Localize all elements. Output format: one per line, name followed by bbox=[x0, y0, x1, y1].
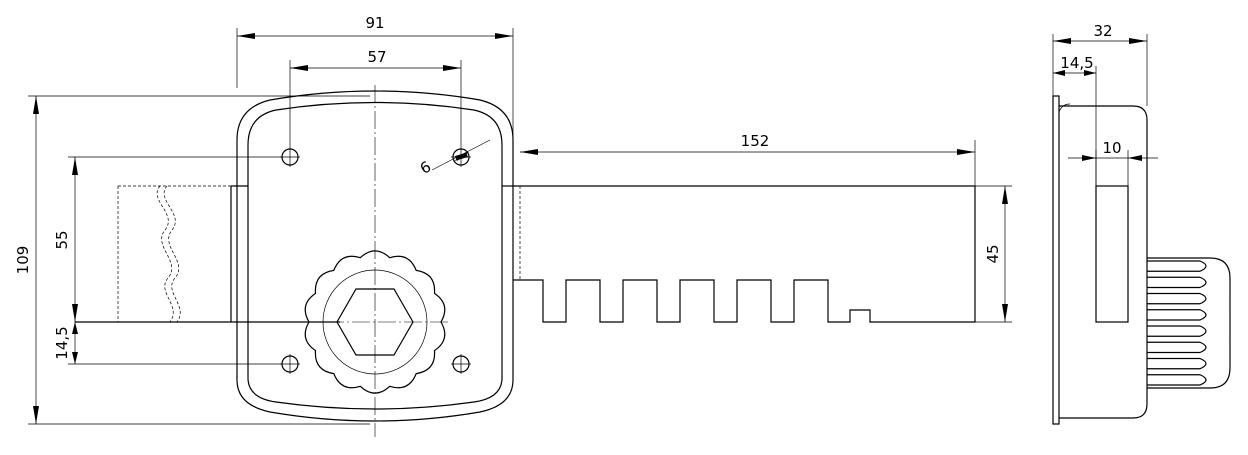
dim-overall-height: 109 bbox=[14, 246, 32, 275]
dim-overall-width: 91 bbox=[365, 14, 384, 32]
side-view bbox=[1052, 95, 1231, 425]
dim-side-plate-offset: 14,5 bbox=[1060, 54, 1093, 72]
dim-bolt-to-lower-hole: 14,5 bbox=[53, 326, 71, 359]
side-bolt-section bbox=[1095, 185, 1129, 323]
break-line-b bbox=[163, 185, 181, 323]
dim-side-depth: 32 bbox=[1093, 22, 1112, 40]
dim-hole-spacing: 57 bbox=[367, 48, 386, 66]
mounting-hole-top-left bbox=[280, 147, 300, 167]
dim-side-bolt-thickness: 10 bbox=[1102, 139, 1121, 157]
dimensions-side: 32 14,5 10 bbox=[1052, 22, 1158, 186]
dim-bolt-length: 152 bbox=[741, 132, 770, 150]
lock-body-inner-outline bbox=[247, 101, 503, 410]
side-knob bbox=[1147, 257, 1231, 389]
break-line-a bbox=[156, 185, 174, 323]
lock-body-outline bbox=[236, 90, 514, 422]
mounting-hole-bottom-left bbox=[280, 354, 300, 374]
mounting-hole-bottom-right bbox=[451, 354, 471, 374]
front-view bbox=[75, 85, 976, 437]
dim-hole-diameter: 6 bbox=[417, 157, 434, 177]
dim-bolt-height: 45 bbox=[984, 244, 1002, 263]
side-mounting-plate bbox=[1052, 95, 1060, 425]
dimensions-front: 91 57 6 152 109 55 14,5 4 bbox=[14, 14, 1012, 425]
side-housing bbox=[1059, 105, 1148, 419]
dim-hole-to-bolt: 55 bbox=[53, 230, 71, 249]
left-latch-hidden bbox=[117, 185, 232, 323]
bolt-with-rack-teeth bbox=[513, 185, 976, 323]
side-housing-inner bbox=[1058, 103, 1071, 113]
